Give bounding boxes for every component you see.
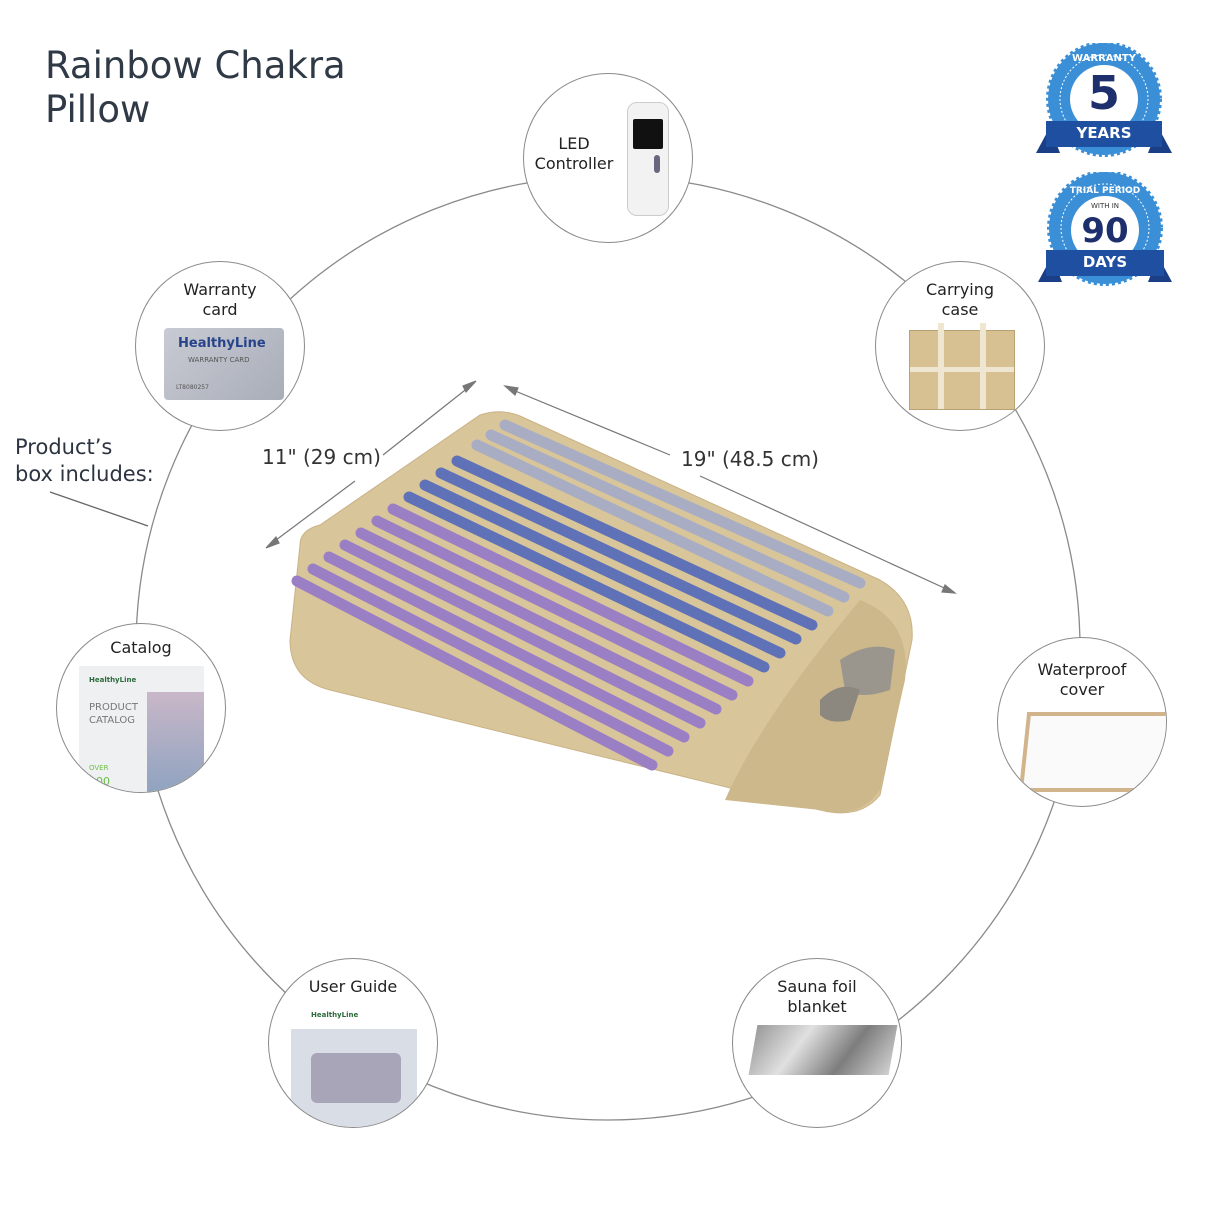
box-includes-label: Product’s box includes:: [15, 434, 154, 488]
pillow-stone-stripe: [451, 455, 818, 631]
pillow-stone-stripe: [499, 419, 866, 589]
catalog-over: OVER: [89, 764, 109, 772]
badge-ribbon-text: DAYS: [1082, 253, 1128, 271]
label-line: cover: [1059, 680, 1105, 699]
item-carrying-case: Carrying case: [875, 261, 1045, 431]
item-label: LED Controller: [524, 134, 624, 174]
item-label: Waterproof cover: [998, 660, 1166, 700]
item-label: Carrying case: [876, 280, 1044, 320]
item-user-guide: User Guide HealthyLine: [268, 958, 438, 1128]
badge-ribbon-text: YEARS: [1076, 124, 1132, 142]
card-brand: HealthyLine: [178, 336, 266, 351]
page-title: Rainbow Chakra Pillow: [45, 44, 346, 132]
pillow-stone-stripe: [323, 551, 690, 743]
pillow-stone-stripe: [403, 491, 770, 673]
item-led-controller: LED Controller: [523, 73, 693, 243]
label-line: LED: [558, 134, 590, 153]
pillow-stone-stripe: [355, 527, 722, 715]
badge-sub-text: WITH IN: [1090, 202, 1120, 210]
box-label-line-2: box includes:: [15, 462, 154, 486]
badge-number: 5: [1087, 66, 1120, 120]
item-catalog: Catalog HealthyLine PRODUCT CATALOG OVER…: [56, 623, 226, 793]
trial-90-days-badge: TRIAL PERIOD WITH IN 90 DAYS: [1038, 172, 1172, 288]
catalog-count: 100: [89, 775, 110, 788]
title-line-2: Pillow: [45, 88, 151, 131]
item-label: Catalog: [110, 638, 172, 657]
catalog-heading: CATALOG: [89, 715, 136, 726]
catalog-brand: HealthyLine: [89, 676, 137, 684]
item-label: Sauna foil blanket: [733, 977, 901, 1017]
pillow-stone-stripe: [291, 575, 658, 771]
label-line: blanket: [787, 997, 847, 1016]
badge-number: 90: [1081, 211, 1129, 251]
label-line: Carrying: [925, 280, 995, 299]
pillow-stone-stripe: [387, 503, 754, 687]
box-label-pointer: [49, 491, 149, 527]
pillow-stone-stripe: [435, 467, 802, 645]
item-waterproof-cover: Waterproof cover: [997, 637, 1167, 807]
carrying-case-image: [909, 323, 1015, 410]
pillow-stone-stripe: [339, 539, 706, 729]
catalog-image: HealthyLine PRODUCT CATALOG OVER 100: [79, 666, 204, 792]
led-controller-image: [627, 102, 669, 216]
pillow-stone-stripe: [471, 439, 834, 617]
width-arrow: [265, 380, 477, 549]
card-caption: WARRANTY CARD: [188, 356, 250, 364]
box-label-line-1: Product’s: [15, 435, 113, 459]
card-serial: LT8080257: [176, 384, 209, 391]
warranty-card-image: HealthyLine WARRANTY CARD LT8080257: [164, 328, 284, 400]
length-dimension: 19" (48.5 cm): [681, 447, 819, 471]
warranty-5-years-badge: WARRANTY 5 YEARS: [1036, 43, 1172, 159]
label-line: Sauna foil: [777, 977, 857, 996]
pillow-image: [289, 411, 913, 814]
label-line: case: [941, 300, 979, 319]
sauna-foil-image: [748, 1025, 898, 1075]
title-line-1: Rainbow Chakra: [45, 44, 346, 87]
label-line: Controller: [534, 154, 614, 173]
item-label: User Guide: [308, 977, 398, 996]
item-sauna-foil-blanket: Sauna foil blanket: [732, 958, 902, 1128]
user-guide-image: HealthyLine: [291, 1003, 417, 1127]
length-arrow: [503, 385, 957, 594]
badge-top-text: WARRANTY: [1072, 53, 1136, 64]
width-dimension: 11" (29 cm): [262, 445, 381, 469]
label-line: Warranty: [183, 280, 257, 299]
pillow-stone-stripe: [307, 563, 674, 757]
waterproof-cover-image: [1018, 712, 1166, 792]
label-line: card: [202, 300, 238, 319]
pillow-stone-stripe: [485, 429, 850, 603]
pillow-stone-stripe: [371, 515, 738, 701]
item-label: Warranty card: [136, 280, 304, 320]
label-line: Waterproof: [1037, 660, 1127, 679]
guide-brand: HealthyLine: [311, 1011, 359, 1019]
pillow-stone-stripe: [419, 479, 786, 659]
badge-top-text: TRIAL PERIOD: [1069, 186, 1141, 196]
catalog-heading: PRODUCT: [89, 702, 138, 713]
item-warranty-card: Warranty card HealthyLine WARRANTY CARD …: [135, 261, 305, 431]
